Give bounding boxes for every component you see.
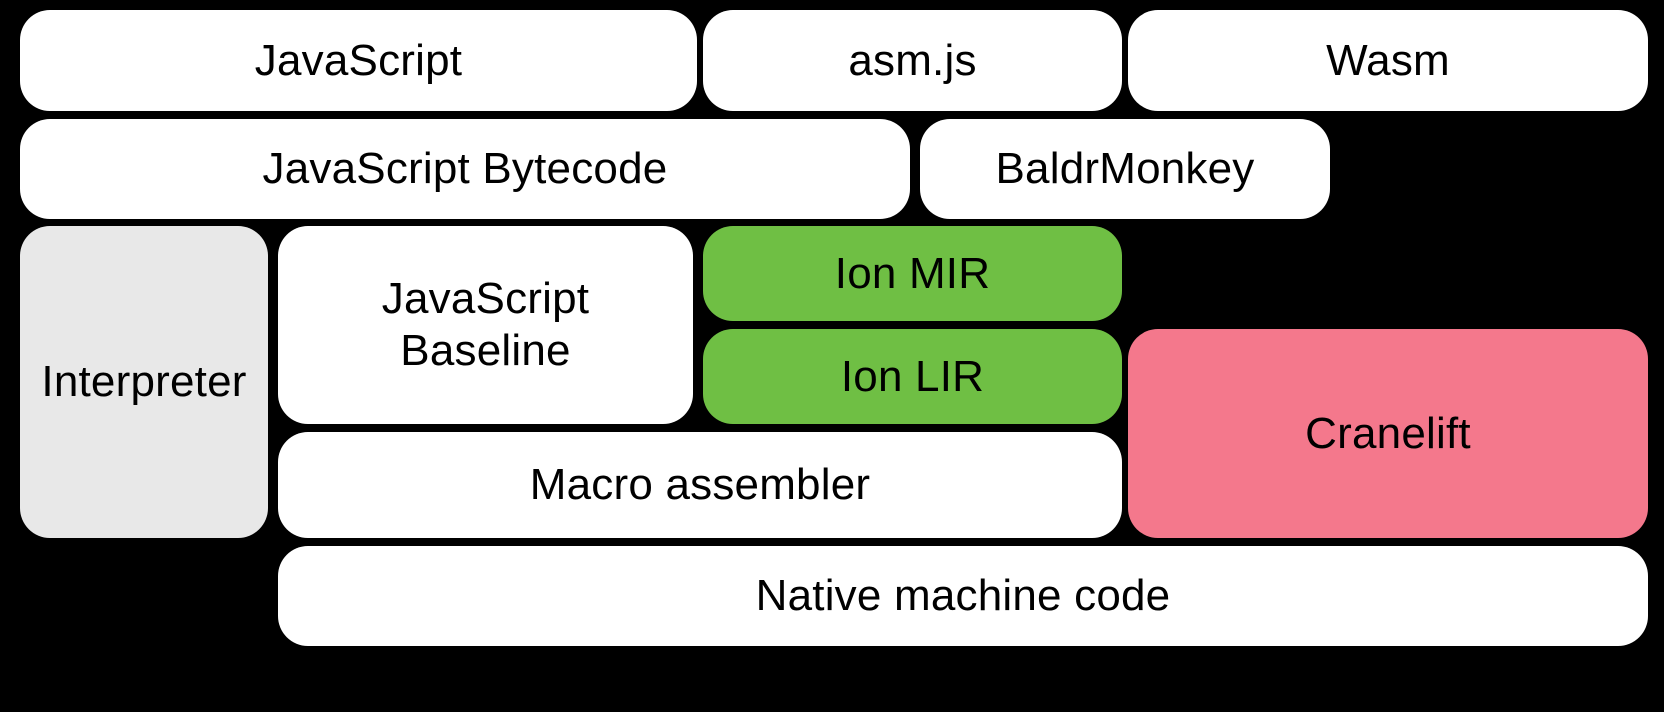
node-javascript-baseline: JavaScript Baseline xyxy=(278,226,693,424)
node-cranelift: Cranelift xyxy=(1128,329,1648,538)
node-macro-assembler: Macro assembler xyxy=(278,432,1122,538)
node-native-machine-code: Native machine code xyxy=(278,546,1648,646)
node-javascript: JavaScript xyxy=(20,10,697,111)
node-ion-mir: Ion MIR xyxy=(703,226,1122,321)
node-ion-lir: Ion LIR xyxy=(703,329,1122,424)
node-wasm: Wasm xyxy=(1128,10,1648,111)
node-baldrmonkey: BaldrMonkey xyxy=(920,119,1330,219)
node-asm-js: asm.js xyxy=(703,10,1122,111)
node-interpreter: Interpreter xyxy=(20,226,268,538)
node-javascript-bytecode: JavaScript Bytecode xyxy=(20,119,910,219)
